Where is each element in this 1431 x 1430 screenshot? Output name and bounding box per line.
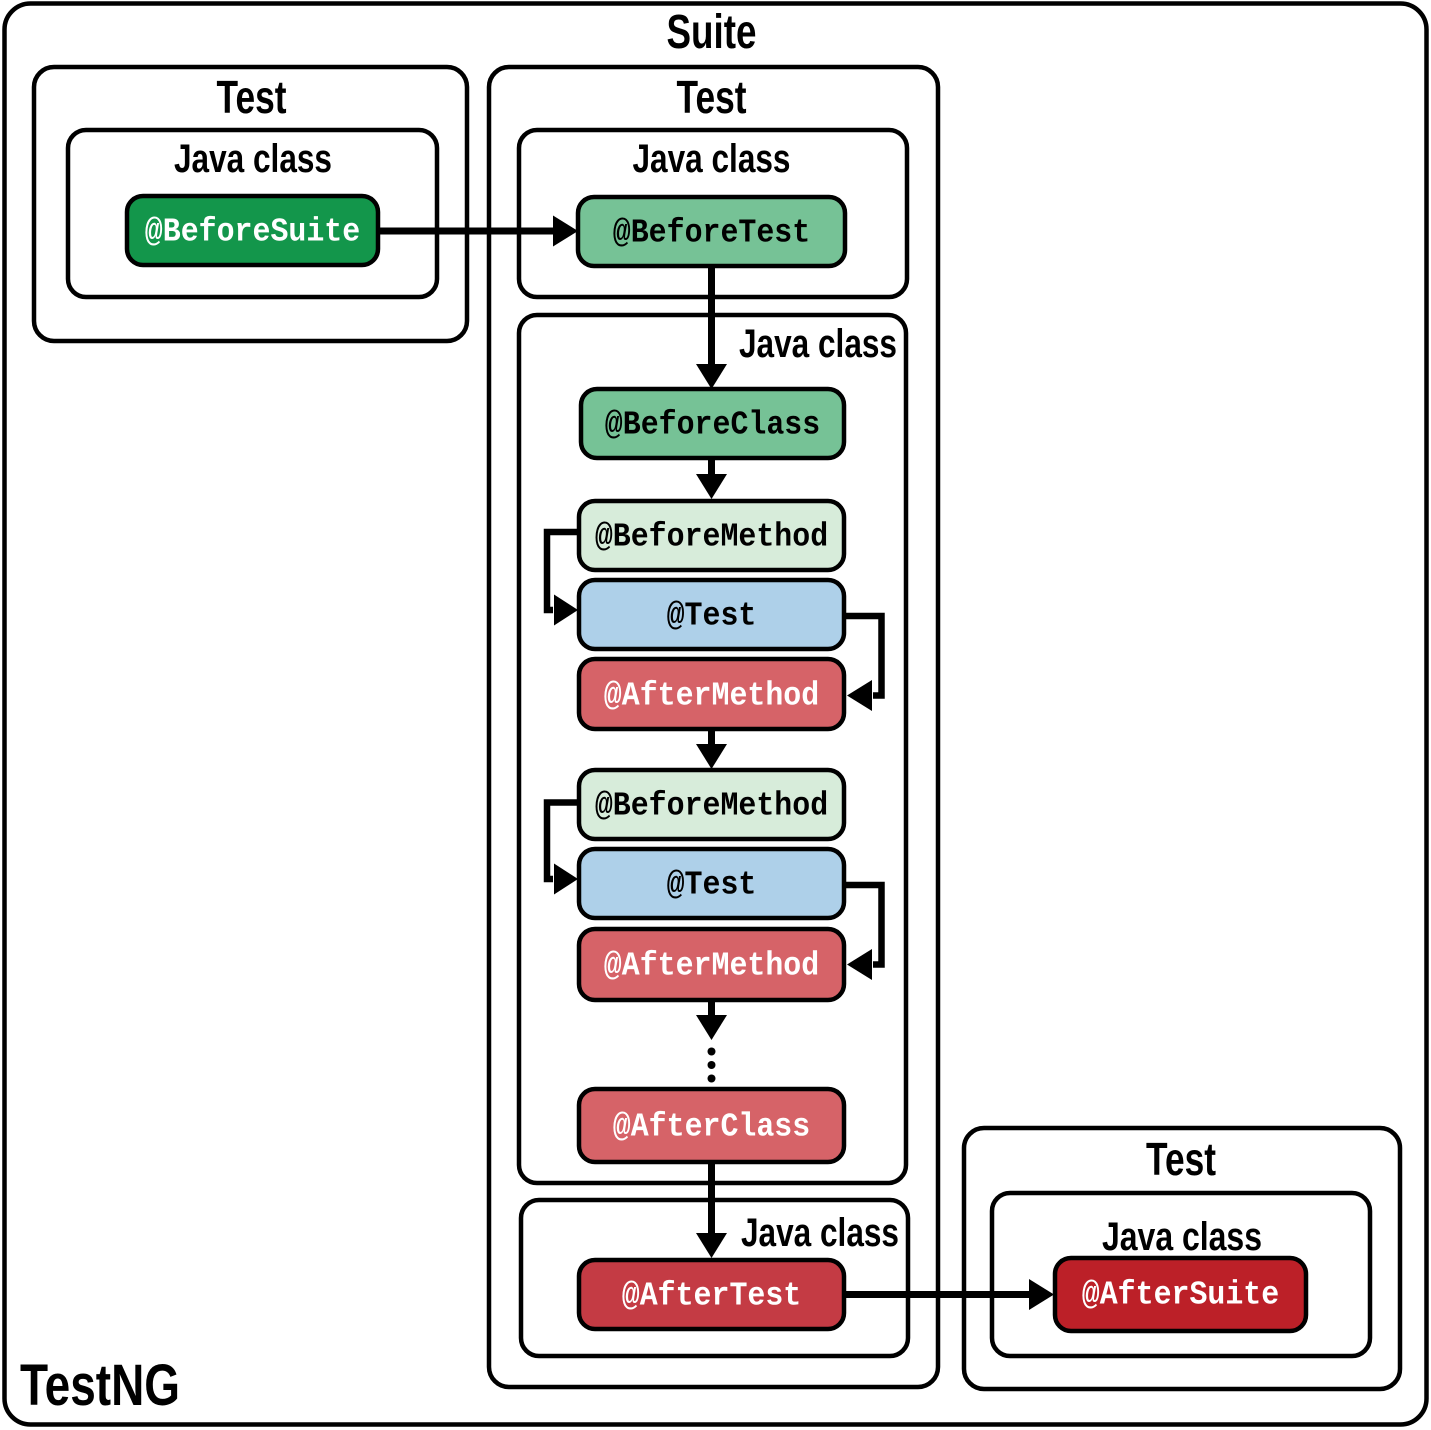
svg-text:@BeforeTest: @BeforeTest xyxy=(613,215,810,252)
svg-text:@Test: @Test xyxy=(667,598,757,635)
svg-text:Java class: Java class xyxy=(739,322,897,366)
svg-text:TestNG: TestNG xyxy=(20,1353,180,1418)
svg-text:@BeforeClass: @BeforeClass xyxy=(605,407,820,444)
svg-text:@Test: @Test xyxy=(667,867,757,904)
svg-text:@BeforeMethod: @BeforeMethod xyxy=(595,788,828,825)
svg-text:Suite: Suite xyxy=(667,6,757,59)
svg-text:Java class: Java class xyxy=(174,137,332,181)
svg-text:@AfterSuite: @AfterSuite xyxy=(1082,1277,1279,1314)
svg-text:@AfterMethod: @AfterMethod xyxy=(604,948,819,985)
svg-text:Java class: Java class xyxy=(633,137,791,181)
svg-text:Java class: Java class xyxy=(1102,1215,1262,1259)
svg-text:Test: Test xyxy=(677,71,747,123)
svg-text:Test: Test xyxy=(1146,1133,1216,1185)
svg-text:@AfterMethod: @AfterMethod xyxy=(604,678,819,715)
svg-text:Java class: Java class xyxy=(741,1211,899,1255)
svg-text:@BeforeSuite: @BeforeSuite xyxy=(145,214,360,251)
svg-text:@AfterTest: @AfterTest xyxy=(622,1278,802,1315)
svg-text:@BeforeMethod: @BeforeMethod xyxy=(595,519,828,556)
svg-text:@AfterClass: @AfterClass xyxy=(613,1109,810,1146)
svg-text:Test: Test xyxy=(217,71,287,123)
